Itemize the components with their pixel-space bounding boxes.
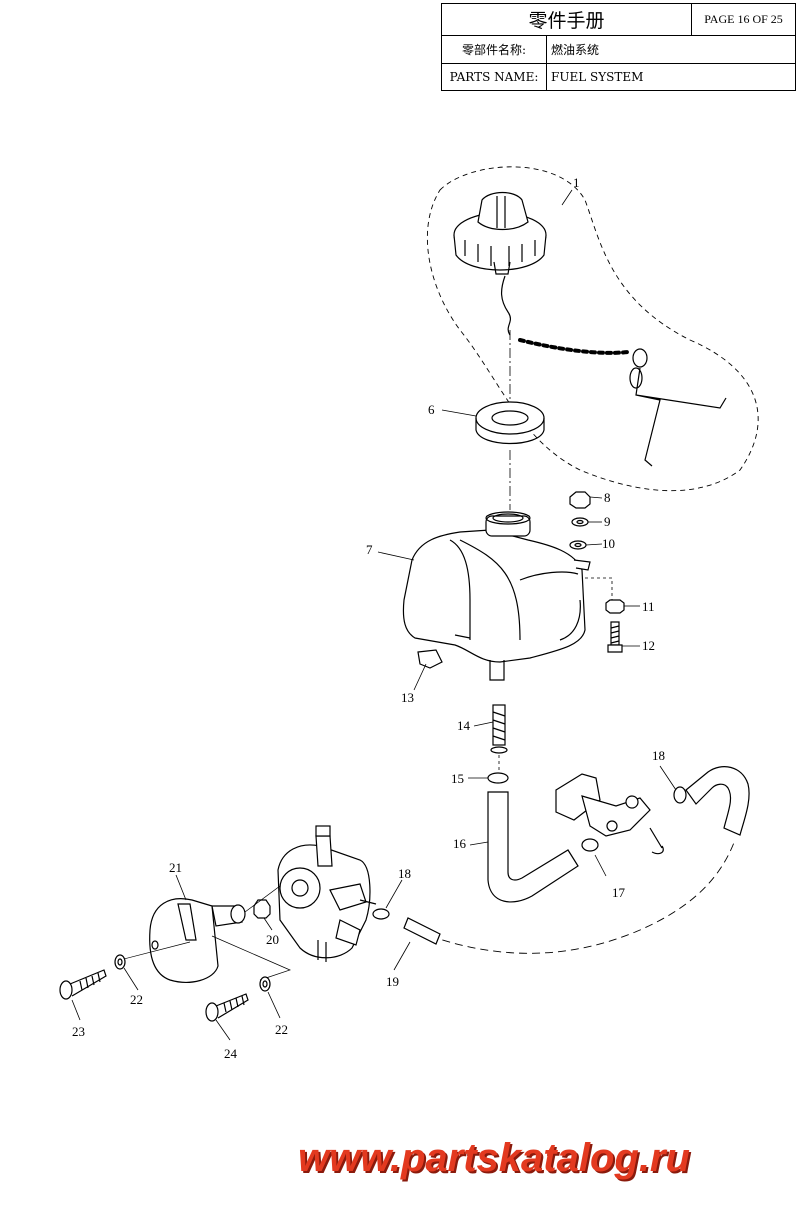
screw-24 bbox=[205, 993, 249, 1022]
name-row-en: PARTS NAME: FUEL SYSTEM bbox=[442, 64, 795, 90]
nut-washer-stack bbox=[569, 491, 591, 550]
callout-18-upper: 18 bbox=[652, 748, 665, 763]
callout-18-lower: 18 bbox=[398, 866, 411, 881]
hose-clamp-15 bbox=[487, 772, 509, 784]
carburetor bbox=[277, 825, 377, 962]
cap-assembly-outline bbox=[427, 166, 759, 492]
parts-name-label-en: PARTS NAME: bbox=[442, 64, 547, 90]
watermark: www.partskatalog.ru bbox=[298, 1136, 690, 1180]
page-number: PAGE 16 OF 25 bbox=[704, 12, 783, 26]
cap-chain bbox=[501, 275, 727, 467]
air-cleaner-cover bbox=[149, 898, 246, 983]
callout-1: 1 bbox=[573, 175, 580, 190]
fuel-hose-16 bbox=[487, 791, 579, 903]
hose-clamp-18-upper bbox=[673, 786, 687, 804]
callout-8: 8 bbox=[604, 490, 611, 505]
callout-22-left: 22 bbox=[130, 992, 143, 1007]
title-block: 零件手册 PAGE 16 OF 25 零部件名称: 燃油系统 PARTS NAM… bbox=[441, 3, 796, 91]
callout-16: 16 bbox=[453, 836, 467, 851]
callout-15: 15 bbox=[451, 771, 464, 786]
parts-name-value-en: FUEL SYSTEM bbox=[551, 70, 644, 84]
callout-12: 12 bbox=[642, 638, 655, 653]
callout-7: 7 bbox=[366, 542, 373, 557]
callout-11: 11 bbox=[642, 599, 655, 614]
hose-clamp-18-lower bbox=[372, 908, 390, 920]
name-row-cn: 零部件名称: 燃油系统 bbox=[442, 36, 795, 64]
hose-routing-line bbox=[429, 839, 736, 954]
washers-22 bbox=[114, 954, 271, 992]
fuel-cap bbox=[453, 191, 547, 275]
gasket-ring bbox=[475, 401, 545, 445]
callout-10: 10 bbox=[602, 536, 615, 551]
callout-6: 6 bbox=[428, 402, 435, 417]
bolt-and-screw bbox=[585, 577, 625, 653]
callout-22-right: 22 bbox=[275, 1022, 288, 1037]
parts-name-value-cn: 燃油系统 bbox=[551, 43, 600, 57]
title-row: 零件手册 PAGE 16 OF 25 bbox=[442, 4, 795, 36]
callout-24: 24 bbox=[224, 1046, 238, 1061]
callout-labels: 1 6 7 8 9 10 11 12 13 14 15 16 17 18 18 … bbox=[72, 175, 665, 1061]
callout-17: 17 bbox=[612, 885, 626, 900]
return-hose bbox=[685, 766, 750, 836]
leader-lines bbox=[71, 189, 677, 1041]
callout-21: 21 bbox=[169, 860, 182, 875]
hose-clamp-17 bbox=[581, 838, 599, 852]
fuel-hose-19 bbox=[403, 917, 441, 945]
callout-20: 20 bbox=[266, 932, 279, 947]
manual-title: 零件手册 bbox=[442, 4, 692, 35]
parts-name-label-cn: 零部件名称: bbox=[442, 36, 547, 63]
clip bbox=[417, 649, 443, 669]
callout-19: 19 bbox=[386, 974, 399, 989]
callout-14: 14 bbox=[457, 718, 471, 733]
screw-23 bbox=[59, 969, 107, 1000]
fuel-valve bbox=[555, 773, 664, 855]
callout-23: 23 bbox=[72, 1024, 85, 1039]
callout-13: 13 bbox=[401, 690, 414, 705]
assembly-lines bbox=[119, 885, 291, 981]
fuel-filter bbox=[490, 704, 508, 772]
fuel-tank bbox=[402, 511, 591, 681]
nut-20 bbox=[253, 899, 271, 919]
callout-9: 9 bbox=[604, 514, 611, 529]
